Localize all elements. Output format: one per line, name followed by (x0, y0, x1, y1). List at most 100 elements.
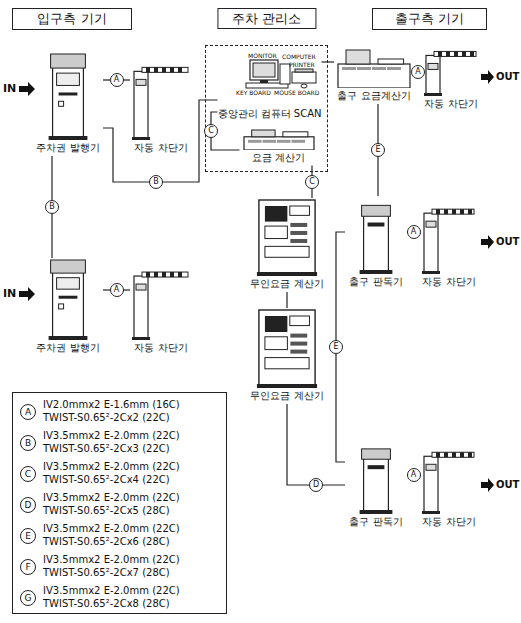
device-part (290, 223, 307, 227)
device-part (362, 205, 391, 216)
device-part (460, 452, 464, 457)
device-part (250, 60, 278, 80)
device-part (259, 200, 315, 274)
device-label: 중앙관리 컴퓨터 SCAN (218, 108, 322, 119)
device-label-holder: 중앙관리 컴퓨터 SCAN (218, 108, 322, 120)
device-part (290, 342, 307, 346)
device-part (424, 213, 438, 274)
device-part (432, 209, 474, 214)
cable-spec: TWIST-S0.65²-2Cx4 (22C) (43, 474, 170, 486)
device-label-holder: 요금 계산기 (240, 152, 318, 164)
device-box: 자동 차단기 (422, 44, 480, 112)
device-label-holder: 자동 차단기 (420, 276, 478, 288)
device-part (452, 209, 456, 214)
device-part (387, 67, 401, 70)
out-arrow (481, 70, 494, 84)
device-box: 자동 차단기 (130, 52, 192, 156)
device-part (265, 316, 287, 332)
device-part (454, 51, 458, 56)
cable-connector (286, 292, 287, 308)
device-illustration (240, 128, 318, 150)
device-part (422, 511, 440, 514)
device-label-holder: 무인요금 계산기 (248, 278, 326, 290)
cable-callout: E (329, 340, 343, 354)
device-part (364, 212, 389, 271)
device-box: 주차권 발행기 (33, 258, 103, 356)
device-part (291, 139, 305, 142)
device-box: 무인요금 계산기 (248, 308, 326, 404)
device-label: 출구 요금계산기 (337, 90, 410, 101)
cable-code-circle: D (20, 497, 36, 513)
device-part (257, 272, 317, 276)
device-part (426, 55, 440, 96)
device-part (162, 272, 166, 277)
cable-code-circle: G (20, 590, 36, 606)
header-text: 입구측 기기 (37, 11, 106, 26)
device-box: 요금 계산기 (240, 128, 318, 166)
cable-callout: B (149, 175, 163, 189)
device-label-holder: 자동 차단기 (420, 516, 478, 528)
device-label-holder: 자동 차단기 (130, 342, 192, 354)
device-part (426, 221, 436, 227)
cable-callout: A (407, 468, 421, 482)
device-label-holder: 주차권 발행기 (33, 342, 103, 354)
device-part (265, 246, 309, 257)
cable-spec: TWIST-S0.65²-2Cx6 (28C) (43, 536, 170, 548)
device-part (368, 465, 385, 469)
device-label-holder: 자동 차단기 (422, 98, 480, 110)
device-part (357, 67, 371, 70)
in-arrow (19, 82, 35, 96)
device-label-holder: 주차권 발행기 (33, 142, 103, 154)
device-label-holder: 출구 판독기 (345, 516, 407, 528)
flow-direction-label: IN (3, 82, 16, 96)
device-part (154, 272, 158, 277)
cable-spec: IV2.0mmx2 E-1.6mm (16C) (43, 399, 180, 411)
device-illustration (130, 258, 192, 340)
device-part (178, 272, 182, 277)
device-part (244, 136, 314, 149)
device-part (59, 296, 78, 299)
cable-spec: IV3.5mmx2 E-2.0mm (22C) (43, 554, 180, 566)
device-part (57, 73, 80, 85)
device-part (301, 84, 307, 88)
device-part (360, 270, 393, 274)
device-part (426, 464, 436, 470)
cable-spec: IV3.5mmx2 E-2.0mm (22C) (43, 430, 180, 442)
device-part (468, 209, 472, 214)
device-label: 요금 계산기 (252, 152, 305, 163)
device-part (280, 64, 290, 84)
device-part (378, 59, 404, 64)
flow-direction-label: OUT (496, 478, 519, 492)
device-illustration (422, 44, 480, 96)
device-part (282, 131, 307, 136)
device-label: 자동 차단기 (422, 516, 475, 527)
device-box: 자동 차단기 (420, 196, 478, 290)
device-box: 무인요금 계산기 (248, 198, 326, 292)
device-part (338, 64, 410, 88)
device-box: 자동 차단기 (130, 258, 192, 356)
device-part (460, 209, 464, 214)
device-part (452, 452, 456, 457)
device-part (134, 71, 148, 140)
device-illustration (130, 52, 192, 140)
device-part (59, 92, 78, 95)
equipment-part-label: MONITOR (248, 52, 277, 59)
header-box: 출구측 기기 (372, 8, 487, 30)
device-box: 출구 요금계산기 (334, 48, 414, 104)
device-box: 출구 판독기 (345, 440, 407, 530)
device-part (444, 209, 448, 214)
cable-spec: IV3.5mmx2 E-2.0mm (22C) (43, 585, 180, 597)
device-part (290, 239, 307, 243)
out-arrow (481, 235, 494, 249)
device-part (265, 358, 309, 369)
device-illustration (345, 196, 407, 274)
device-box: 자동 차단기 (420, 440, 478, 530)
device-illustration (334, 48, 414, 88)
device-part (136, 79, 146, 85)
flow-direction-label: OUT (496, 235, 519, 249)
device-part (364, 455, 389, 511)
device-illustration (420, 440, 478, 514)
cable-spec: TWIST-S0.65²-2Cx3 (22C) (43, 443, 170, 455)
equipment-part-label: MOUSE BOARD (274, 89, 319, 96)
device-illustration (33, 258, 103, 340)
